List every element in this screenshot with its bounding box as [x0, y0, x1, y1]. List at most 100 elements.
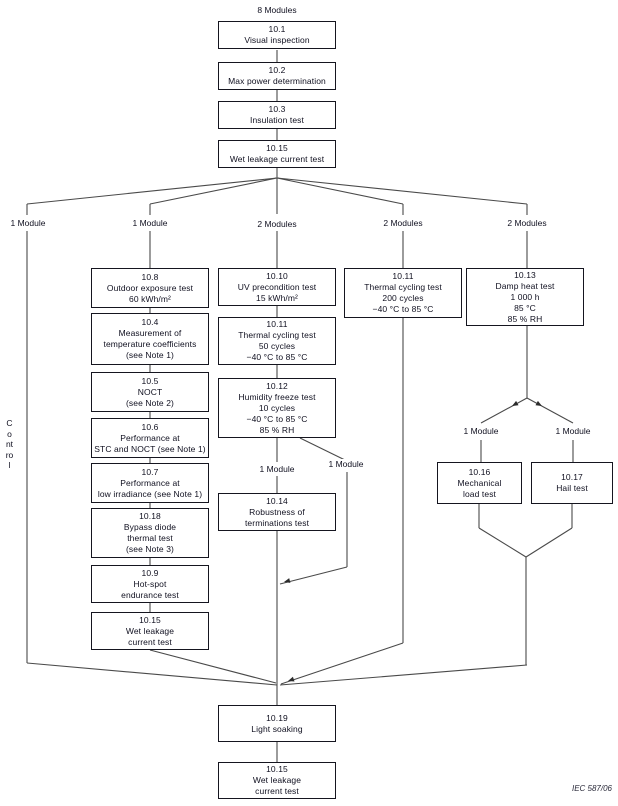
node-10-5-noct: 10.5 NOCT (see Note 2) [91, 372, 209, 412]
node-line: Max power determination [228, 76, 326, 86]
node-line: Damp heat test [495, 280, 555, 291]
node-line: terminations test [244, 517, 310, 528]
node-number: 10.13 [514, 269, 536, 280]
node-number: 10.4 [141, 317, 159, 327]
node-line: Performance at [120, 432, 180, 443]
iec-figure-credit: IEC 587/06 [571, 784, 612, 793]
branch-label-outdoor-column: 1 Module [131, 218, 169, 228]
node-10-15-wet-leakage-current-test-top: 10.15 Wet leakage current test [218, 140, 336, 168]
node-10-6-performance-stc-noct: 10.6 Performance at STC and NOCT (see No… [91, 418, 209, 458]
node-line: Hot-spot [133, 578, 167, 589]
node-line: Hail test [556, 483, 588, 493]
node-line: −40 °C to 85 °C [246, 352, 308, 362]
node-line: 200 cycles [382, 293, 424, 303]
node-line: temperature coefficients [103, 339, 197, 349]
node-10-1-visual-inspection: 10.1 Visual inspection [218, 21, 336, 49]
node-line: Performance at [120, 477, 180, 488]
node-10-18-bypass-diode-thermal-test: 10.18 Bypass diode thermal test (see Not… [91, 508, 209, 558]
node-10-11-thermal-cycling-50-cycles: 10.11 Thermal cycling test 50 cycles −40… [218, 317, 336, 365]
node-line: (see Note 2) [126, 397, 174, 408]
node-line: 1 000 h [510, 291, 540, 302]
node-line: Outdoor exposure test [106, 282, 194, 293]
node-number: 10.14 [266, 495, 288, 506]
node-line: low irradiance (see Note 1) [97, 488, 203, 499]
node-number: 10.15 [139, 614, 161, 625]
node-number: 10.15 [266, 764, 288, 774]
node-10-11-thermal-cycling-200-cycles: 10.11 Thermal cycling test 200 cycles −4… [344, 268, 462, 318]
node-number: 10.17 [561, 472, 583, 482]
node-number: 10.7 [141, 466, 159, 477]
node-10-17-hail-test: 10.17 Hail test [531, 462, 613, 504]
node-number: 10.11 [266, 319, 288, 329]
node-line: Insulation test [250, 115, 304, 125]
node-line: Thermal cycling test [364, 282, 442, 292]
node-10-15-wet-leakage-current-test-final: 10.15 Wet leakage current test [218, 762, 336, 799]
node-line: Visual inspection [244, 35, 310, 45]
node-line: current test [128, 636, 172, 647]
node-number: 10.3 [268, 104, 286, 114]
node-line: endurance test [121, 589, 179, 600]
node-number: 10.15 [266, 143, 288, 153]
node-number: 10.10 [266, 270, 288, 281]
node-line: Wet leakage [125, 625, 175, 636]
node-number: 10.6 [141, 421, 159, 432]
node-10-16-mechanical-load-test: 10.16 Mechanical load test [437, 462, 522, 504]
node-number: 10.5 [141, 375, 159, 386]
node-line: 60 kWh/m² [129, 293, 171, 304]
node-line: Wet leakage current test [229, 154, 325, 164]
arrowhead [512, 400, 519, 406]
node-number: 10.11 [392, 271, 414, 281]
sub-branch-label-hail: 1 Module [554, 426, 592, 436]
top-sample-count-label: 8 Modules [256, 5, 298, 15]
node-10-10-uv-precondition-test: 10.10 UV precondition test 15 kWh/m² [218, 268, 336, 306]
node-line: 10 cycles [258, 402, 296, 413]
node-10-7-performance-low-irradiance: 10.7 Performance at low irradiance (see … [91, 463, 209, 503]
branch-label-thermal-column: 2 Modules [382, 218, 424, 228]
branch-label-uv-column: 2 Modules [256, 219, 298, 229]
node-10-19-light-soaking: 10.19 Light soaking [218, 705, 336, 742]
node-line: UV precondition test [237, 281, 317, 292]
node-line: thermal test [127, 533, 173, 543]
sub-branch-label-bypass: 1 Module [327, 459, 365, 469]
node-line: −40 °C to 85 °C [372, 304, 434, 314]
node-10-12-humidity-freeze-test: 10.12 Humidity freeze test 10 cycles −40… [218, 378, 336, 438]
node-number: 10.12 [266, 380, 288, 391]
node-line: Thermal cycling test [238, 330, 316, 340]
node-line: (see Note 1) [126, 350, 174, 360]
node-10-9-hot-spot-endurance-test: 10.9 Hot-spot endurance test [91, 565, 209, 603]
node-line: 85 % RH [259, 424, 295, 435]
control-branch-label: Control [5, 418, 14, 471]
node-line: Humidity freeze test [238, 391, 316, 402]
node-10-3-insulation-test: 10.3 Insulation test [218, 101, 336, 129]
node-line: NOCT [137, 386, 163, 397]
sub-branch-label-terminations: 1 Module [258, 464, 296, 474]
arrowhead [284, 578, 291, 583]
branch-label-damp-heat-column: 2 Modules [506, 218, 548, 228]
node-line: Wet leakage [252, 775, 302, 785]
node-line: current test [255, 786, 299, 796]
node-number: 10.1 [268, 24, 286, 34]
branch-label-control-column: 1 Module [9, 218, 47, 228]
arrowhead [288, 676, 295, 682]
node-10-2-max-power-determination: 10.2 Max power determination [218, 62, 336, 90]
node-line: Bypass diode [123, 522, 177, 532]
arrowhead [535, 400, 542, 406]
node-number: 10.8 [141, 271, 159, 282]
node-number: 10.19 [266, 712, 288, 723]
node-line: Measurement of [118, 328, 182, 338]
node-line: (see Note 3) [126, 544, 174, 554]
node-10-8-outdoor-exposure-test: 10.8 Outdoor exposure test 60 kWh/m² [91, 268, 209, 308]
node-line: STC and NOCT (see Note 1) [94, 443, 206, 454]
node-line: load test [462, 488, 497, 499]
node-number: 10.2 [268, 65, 286, 75]
node-line: 85 % RH [507, 313, 543, 324]
node-line: −40 °C to 85 °C [246, 413, 308, 424]
node-10-14-robustness-of-terminations: 10.14 Robustness of terminations test [218, 493, 336, 531]
node-line: 85 °C [514, 302, 536, 313]
node-10-15-wet-leakage-current-test-col2: 10.15 Wet leakage current test [91, 612, 209, 650]
node-line: Robustness of [249, 506, 305, 517]
node-line: 50 cycles [258, 341, 296, 351]
node-10-13-damp-heat-test: 10.13 Damp heat test 1 000 h 85 °C 85 % … [466, 268, 584, 326]
node-line: Mechanical [457, 477, 502, 488]
